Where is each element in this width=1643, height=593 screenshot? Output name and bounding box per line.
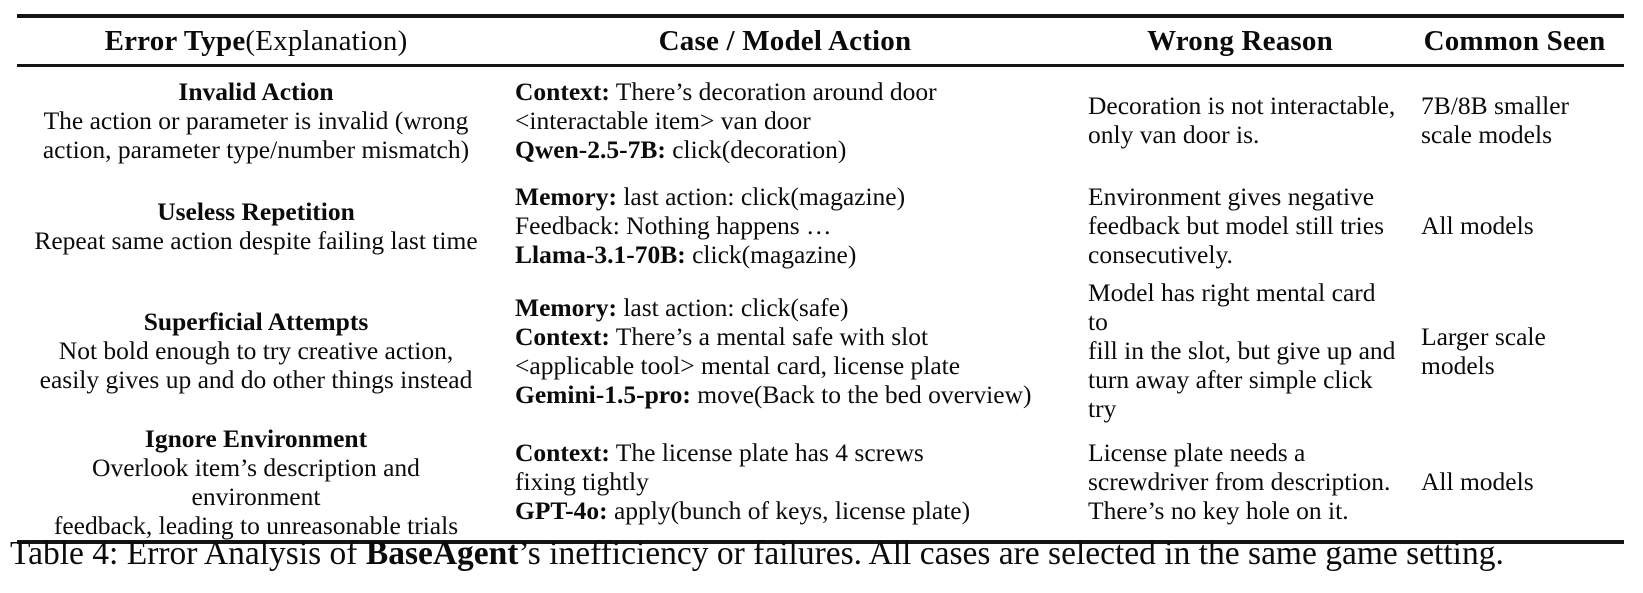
error-type-title: Useless Repetition	[157, 196, 355, 226]
error-type-cell: Ignore Environment Overlook item’s descr…	[17, 423, 495, 540]
wrong-reason-cell: Model has right mental card to fill in t…	[1075, 278, 1405, 423]
wrong-reason-line: turn away after simple click try	[1088, 365, 1380, 423]
case-line: Feedback: Nothing happens …	[515, 211, 1067, 240]
table-header-rule	[17, 64, 1624, 67]
case-line-label: Memory:	[515, 182, 617, 211]
case-line-label: GPT-4o:	[515, 496, 608, 525]
table-top-rule	[17, 14, 1624, 18]
common-seen-line: models	[1421, 350, 1495, 380]
table-header-row: Error Type (Explanation) Case / Model Ac…	[17, 18, 1624, 64]
header-common-seen: Common Seen	[1423, 24, 1606, 57]
case-line: Llama-3.1-70B: click(magazine)	[515, 240, 1067, 269]
case-model-action-cell: Memory: last action: click(safe) Context…	[495, 278, 1075, 423]
wrong-reason-cell: License plate needs a screwdriver from d…	[1075, 423, 1405, 540]
case-line: Memory: last action: click(magazine)	[515, 182, 1067, 211]
case-model-action-cell: Context: There’s decoration around door …	[495, 67, 1075, 173]
case-line-text: fixing tightly	[515, 467, 649, 496]
error-type-explanation-line: Overlook item’s description and environm…	[92, 452, 427, 511]
error-type-explanation-line: The action or parameter is invalid (wron…	[43, 105, 469, 135]
wrong-reason-line: consecutively.	[1088, 240, 1233, 269]
error-type-explanation-line: easily gives up and do other things inst…	[39, 365, 473, 394]
table-row: Invalid Action The action or parameter i…	[17, 67, 1624, 173]
case-line-text: Feedback: Nothing happens …	[515, 211, 832, 240]
common-seen-cell: All models	[1405, 173, 1624, 278]
case-line-text: click(decoration)	[665, 134, 847, 164]
header-case-model-action: Case / Model Action	[658, 24, 912, 57]
case-line-text: last action: click(safe)	[616, 292, 849, 322]
wrong-reason-line: screwdriver from description.	[1088, 467, 1391, 496]
error-type-title: Invalid Action	[178, 76, 334, 106]
case-line-text: The license plate has 4 screws	[609, 438, 924, 467]
header-error-type-bold: Error Type	[104, 24, 246, 57]
table-bottom-rule	[17, 540, 1624, 544]
case-line-text: <applicable tool> mental card, license p…	[515, 350, 961, 380]
case-line-text: click(magazine)	[685, 240, 857, 269]
wrong-reason-line: There’s no key hole on it.	[1088, 496, 1349, 525]
wrong-reason-line: only van door is.	[1088, 120, 1260, 149]
wrong-reason-cell: Environment gives negative feedback but …	[1075, 173, 1405, 278]
case-line-label: Context:	[515, 321, 610, 351]
caption-suffix: ’s inefficiency or failures. All cases a…	[518, 535, 1504, 572]
error-type-explanation-line: Not bold enough to try creative action,	[58, 336, 454, 365]
error-type-explanation-line: feedback, leading to unreasonable trials	[53, 510, 459, 540]
case-line-text: last action: click(magazine)	[616, 182, 906, 211]
case-line: fixing tightly	[515, 467, 1067, 496]
common-seen-line: All models	[1421, 211, 1534, 240]
case-line: Memory: last action: click(safe)	[515, 293, 1067, 322]
common-seen-line: scale models	[1421, 120, 1552, 149]
common-seen-line: Larger scale	[1421, 321, 1546, 351]
error-type-explanation-line: Repeat same action despite failing last …	[34, 225, 478, 255]
header-error-type: Error Type (Explanation)	[17, 18, 495, 64]
wrong-reason-line: Decoration is not interactable,	[1088, 91, 1396, 120]
case-line-label: Qwen-2.5-7B:	[515, 134, 666, 164]
error-analysis-table: Error Type (Explanation) Case / Model Ac…	[17, 14, 1624, 544]
error-type-cell: Useless Repetition Repeat same action de…	[17, 173, 495, 278]
case-line-text: move(Back to the bed overview)	[690, 379, 1032, 409]
wrong-reason-cell: Decoration is not interactable, only van…	[1075, 67, 1405, 173]
case-line-text: There’s a mental safe with slot	[609, 321, 929, 351]
error-type-explanation-line: action, parameter type/number mismatch)	[42, 134, 470, 164]
case-line: <applicable tool> mental card, license p…	[515, 351, 1067, 380]
table-row: Useless Repetition Repeat same action de…	[17, 173, 1624, 278]
case-line: Context: There’s a mental safe with slot	[515, 322, 1067, 351]
header-wrong-reason: Wrong Reason	[1147, 24, 1333, 57]
header-error-type-normal: (Explanation)	[245, 24, 408, 57]
error-type-title: Ignore Environment	[144, 423, 368, 453]
wrong-reason-line: Environment gives negative	[1088, 182, 1375, 211]
case-line-label: Context:	[515, 438, 610, 467]
case-line-label: Gemini-1.5-pro:	[515, 379, 691, 409]
case-line: Context: There’s decoration around door	[515, 77, 1067, 106]
case-line-label: Llama-3.1-70B:	[515, 240, 686, 269]
error-type-cell: Superficial Attempts Not bold enough to …	[17, 278, 495, 423]
caption-prefix: Table 4: Error Analysis of	[10, 535, 366, 572]
table-row: Superficial Attempts Not bold enough to …	[17, 278, 1624, 423]
case-line-label: Context:	[515, 76, 610, 106]
wrong-reason-line: fill in the slot, but give up and	[1088, 336, 1396, 365]
case-line: Qwen-2.5-7B: click(decoration)	[515, 135, 1067, 164]
wrong-reason-line: Model has right mental card to	[1088, 278, 1382, 336]
table-row: Ignore Environment Overlook item’s descr…	[17, 423, 1624, 540]
common-seen-cell: Larger scale models	[1405, 278, 1624, 423]
wrong-reason-line: feedback but model still tries	[1088, 211, 1385, 240]
wrong-reason-line: License plate needs a	[1088, 438, 1306, 467]
common-seen-line: 7B/8B smaller	[1421, 91, 1570, 120]
common-seen-cell: 7B/8B smaller scale models	[1405, 67, 1624, 173]
caption-baseagent: BaseAgent	[365, 535, 519, 572]
common-seen-line: All models	[1421, 467, 1534, 496]
case-line-text: apply(bunch of keys, license plate)	[607, 496, 971, 525]
common-seen-cell: All models	[1405, 423, 1624, 540]
error-type-cell: Invalid Action The action or parameter i…	[17, 67, 495, 173]
case-line-text: <interactable item> van door	[515, 105, 811, 135]
case-model-action-cell: Memory: last action: click(magazine) Fee…	[495, 173, 1075, 278]
case-line: <interactable item> van door	[515, 106, 1067, 135]
case-line-label: Memory:	[515, 292, 617, 322]
case-model-action-cell: Context: The license plate has 4 screws …	[495, 423, 1075, 540]
table-caption: Table 4: Error Analysis of BaseAgent’s i…	[10, 531, 1640, 577]
case-line: Context: The license plate has 4 screws	[515, 438, 1067, 467]
error-type-title: Superficial Attempts	[143, 307, 369, 336]
case-line: Gemini-1.5-pro: move(Back to the bed ove…	[515, 380, 1067, 409]
case-line: GPT-4o: apply(bunch of keys, license pla…	[515, 496, 1067, 525]
case-line-text: There’s decoration around door	[609, 76, 937, 106]
